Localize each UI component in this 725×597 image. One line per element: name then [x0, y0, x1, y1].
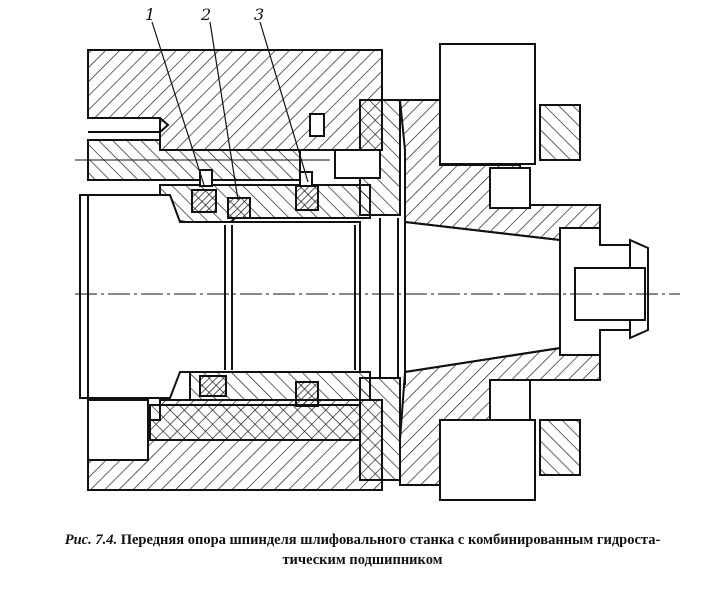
caption-line-1: Передняя опора шпинделя шлифовального ст…: [120, 532, 661, 548]
wheel-bottom: [439, 419, 536, 501]
pad-1: [191, 189, 217, 213]
clamp-bottom: [489, 379, 531, 421]
spindle-shaft: [79, 194, 361, 399]
oil-channel: [88, 117, 170, 133]
housing-lower-inner: [149, 404, 361, 441]
leader-1: [151, 21, 205, 186]
seal-screw: [309, 113, 325, 137]
caption-prefix: Рис. 7.4.: [64, 532, 118, 548]
spindle-cone: [404, 220, 561, 374]
callout-2: 2: [200, 5, 211, 24]
figure-caption: Рис. 7.4. Передняя опора шпинделя шлифов…: [0, 530, 725, 570]
pad-lower-2: [295, 381, 319, 407]
housing-upper: [87, 49, 383, 151]
spindle-support-drawing: 1 2 3: [75, 5, 680, 501]
callout-1: 1: [145, 5, 155, 24]
pad-3: [295, 185, 319, 211]
plug-3: [299, 171, 313, 187]
leader-3: [259, 21, 309, 183]
clamp-top: [489, 167, 531, 209]
seal-bottom: [359, 377, 401, 481]
seal-channel-top: [334, 149, 381, 179]
hub-ring-bottom: [539, 419, 581, 476]
callout-3: 3: [254, 5, 264, 24]
left-lower-block: [87, 399, 149, 461]
hub-ring-top: [539, 104, 581, 161]
leader-2: [209, 21, 239, 201]
caption-line-2: тическим подшипником: [282, 552, 443, 568]
shaft-left-end: [80, 194, 89, 399]
pad-2: [227, 197, 251, 219]
pad-lower-1: [199, 375, 227, 397]
wheel-top: [439, 43, 536, 165]
